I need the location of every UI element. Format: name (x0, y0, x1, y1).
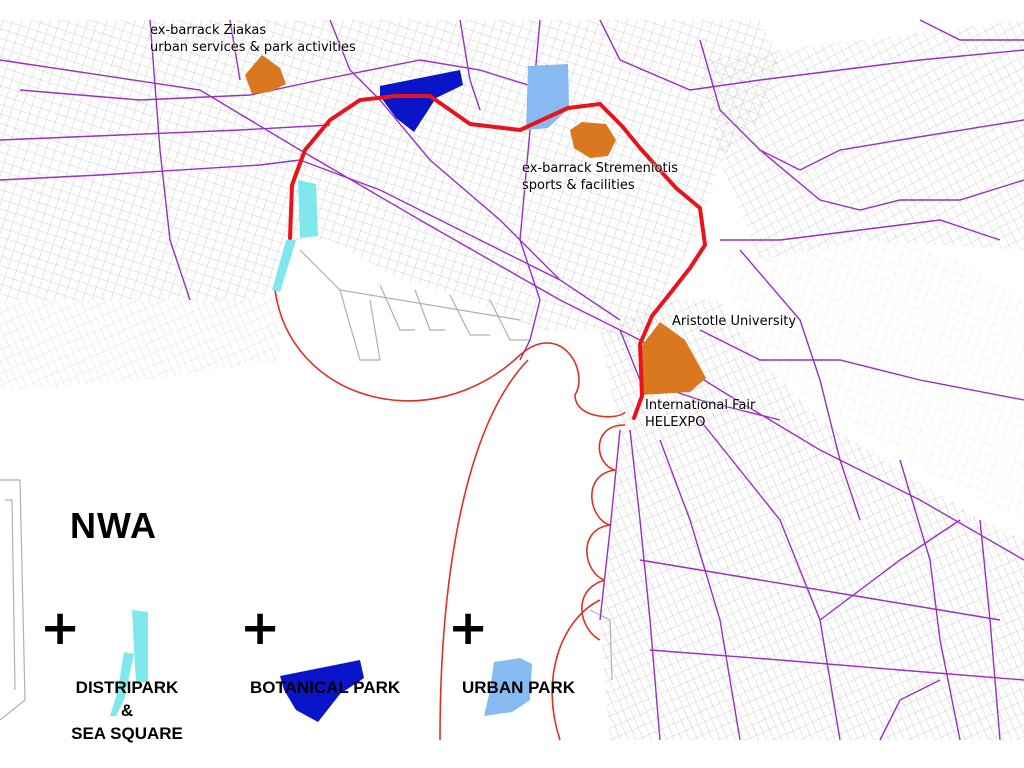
botanical-park-area (380, 70, 463, 132)
legend-sea-square-line: SEA SQUARE (71, 724, 183, 743)
label-aristotle-university: Aristotle University (672, 313, 796, 330)
main-roads (0, 19, 1024, 741)
legend-urban-line1: URBAN PARK (462, 678, 576, 697)
metropolitan-route (288, 94, 707, 420)
legend-sea-square-glyph (110, 652, 134, 716)
label-stremeniotis-line2: sports & facilities (522, 178, 635, 193)
aristotle-university-area (640, 322, 706, 395)
label-fair-line1: International Fair (645, 398, 756, 413)
legend-urban-park-label: URBAN PARK (462, 676, 575, 699)
harbour-piers (0, 249, 613, 721)
label-ziakas-line2: urban services & park activities (150, 40, 356, 55)
legend-ampersand: & (120, 701, 134, 720)
legend-urban-glyph (484, 658, 532, 716)
label-ex-barrack-ziakas: ex-barrack Ziakas urban services & park … (150, 22, 356, 56)
plus-sign-2: + (240, 600, 281, 656)
label-ex-barrack-stremeniotis: ex-barrack Stremeniotis sports & facilit… (522, 160, 678, 194)
barrack-stremeniotis-area (570, 122, 616, 158)
waterfront-arcs (274, 289, 626, 741)
legend-botanical-line1: BOTANICAL PARK (250, 678, 401, 697)
label-ziakas-line1: ex-barrack Ziakas (150, 23, 267, 38)
legend-botanical-park-label: BOTANICAL PARK (250, 676, 400, 699)
label-international-fair: International Fair HELEXPO (645, 397, 755, 431)
plus-sign-3: + (448, 600, 489, 656)
legend-distripark-glyph (132, 610, 148, 682)
label-aristotle-line1: Aristotle University (672, 314, 797, 329)
legend-botanical-glyph (280, 660, 364, 722)
label-fair-line2: HELEXPO (645, 415, 706, 430)
legend-distripark-line1: DISTRIPARK (75, 678, 179, 697)
legend-title: NWA (70, 505, 157, 546)
plus-sign-1: + (40, 600, 81, 656)
label-stremeniotis-line1: ex-barrack Stremeniotis (522, 161, 678, 176)
barrack-ziakas-area (245, 55, 286, 94)
sea-square-area (272, 240, 296, 292)
legend-distripark-label: DISTRIPARK & SEA SQUARE (66, 676, 188, 745)
distripark-area (298, 180, 318, 238)
legend-glyphs (110, 610, 532, 722)
